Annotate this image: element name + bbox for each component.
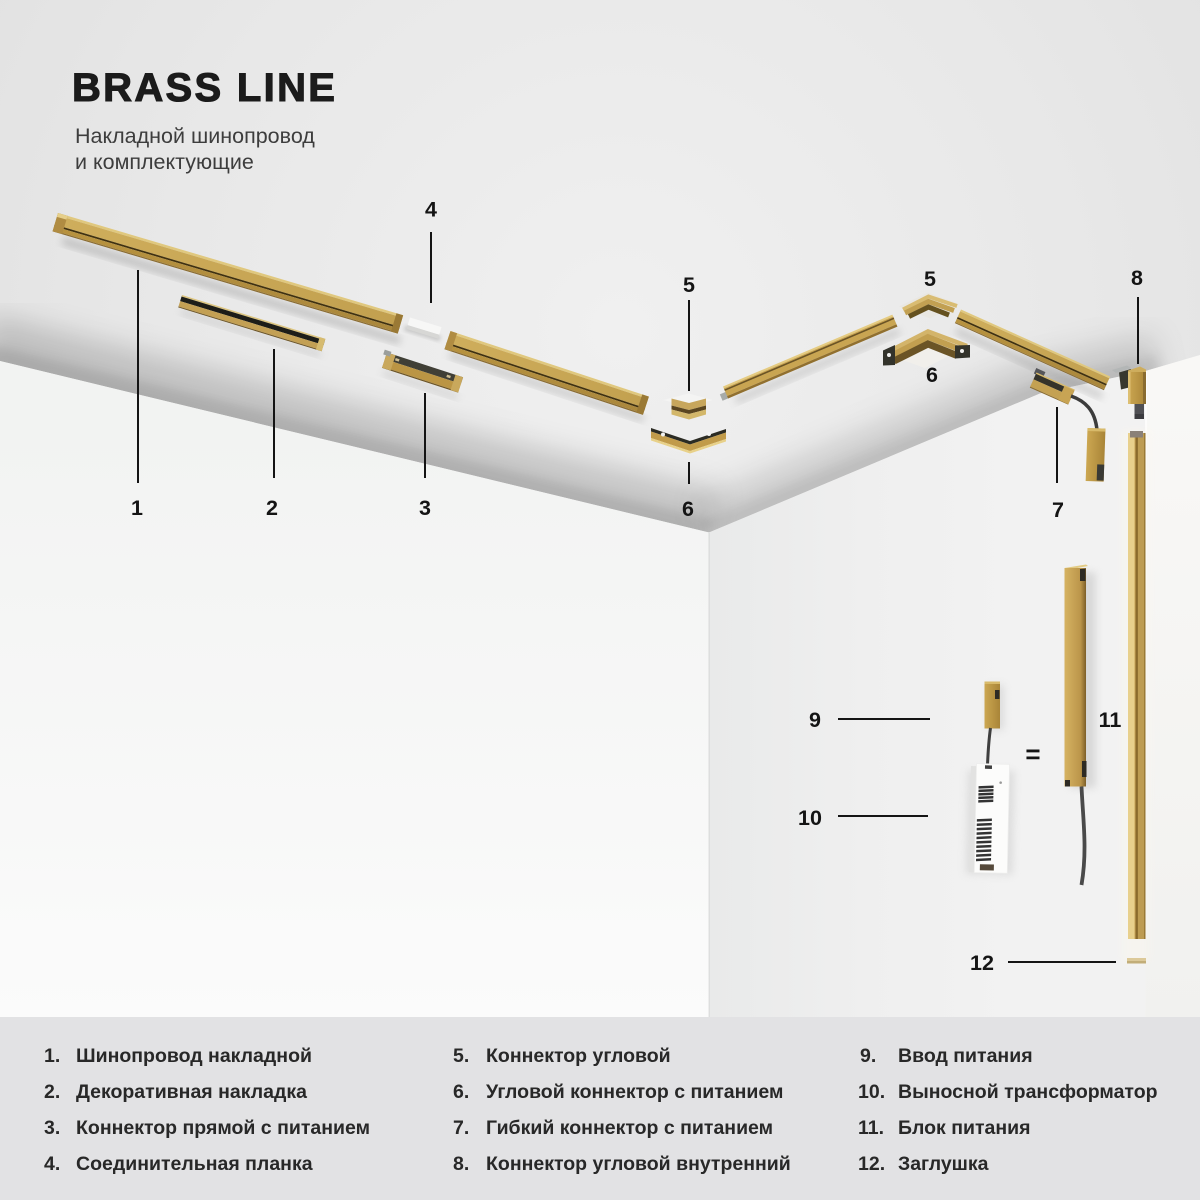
svg-text:12.: 12. xyxy=(858,1153,885,1175)
svg-text:7.: 7. xyxy=(453,1117,469,1139)
svg-text:6.: 6. xyxy=(453,1081,469,1103)
svg-text:11: 11 xyxy=(1099,708,1122,732)
svg-text:и комплектующие: и комплектующие xyxy=(75,150,254,174)
svg-text:5.: 5. xyxy=(453,1045,469,1067)
svg-text:Соединительная планка: Соединительная планка xyxy=(76,1153,313,1175)
svg-text:Блок питания: Блок питания xyxy=(898,1117,1031,1139)
svg-text:2: 2 xyxy=(266,496,278,520)
svg-text:11.: 11. xyxy=(858,1117,884,1139)
svg-text:Декоративная накладка: Декоративная накладка xyxy=(76,1081,307,1103)
svg-text:9: 9 xyxy=(809,708,821,732)
svg-text:2.: 2. xyxy=(44,1081,60,1103)
svg-text:10: 10 xyxy=(798,806,822,830)
svg-text:Коннектор угловой внутренний: Коннектор угловой внутренний xyxy=(486,1153,791,1175)
svg-text:12: 12 xyxy=(970,951,994,975)
svg-text:3: 3 xyxy=(419,496,431,520)
svg-text:Гибкий коннектор с питанием: Гибкий коннектор с питанием xyxy=(486,1117,773,1139)
svg-text:7: 7 xyxy=(1052,498,1064,522)
svg-text:8: 8 xyxy=(1131,266,1143,290)
svg-text:4: 4 xyxy=(425,198,437,222)
svg-text:Угловой коннектор с питанием: Угловой коннектор с питанием xyxy=(486,1081,783,1103)
svg-text:5: 5 xyxy=(683,273,695,297)
svg-text:6: 6 xyxy=(682,497,694,521)
svg-text:4.: 4. xyxy=(44,1153,60,1175)
svg-text:1: 1 xyxy=(131,496,143,520)
svg-text:=: = xyxy=(1025,739,1040,769)
svg-text:6: 6 xyxy=(926,363,938,387)
svg-text:BRASS LINE: BRASS LINE xyxy=(72,66,337,110)
svg-text:Шинопровод накладной: Шинопровод накладной xyxy=(76,1045,312,1067)
svg-text:9.: 9. xyxy=(860,1045,876,1067)
svg-text:Заглушка: Заглушка xyxy=(898,1153,989,1175)
svg-text:Коннектор прямой с питанием: Коннектор прямой с питанием xyxy=(76,1117,370,1139)
svg-text:Коннектор угловой: Коннектор угловой xyxy=(486,1045,671,1067)
svg-text:10.: 10. xyxy=(858,1081,885,1103)
svg-text:Накладной шинопровод: Накладной шинопровод xyxy=(75,124,315,148)
svg-text:1.: 1. xyxy=(44,1045,60,1067)
svg-text:Выносной трансформатор: Выносной трансформатор xyxy=(898,1081,1158,1103)
svg-text:5: 5 xyxy=(924,267,936,291)
svg-text:Ввод питания: Ввод питания xyxy=(898,1045,1033,1067)
svg-text:3.: 3. xyxy=(44,1117,60,1139)
svg-text:8.: 8. xyxy=(453,1153,469,1175)
